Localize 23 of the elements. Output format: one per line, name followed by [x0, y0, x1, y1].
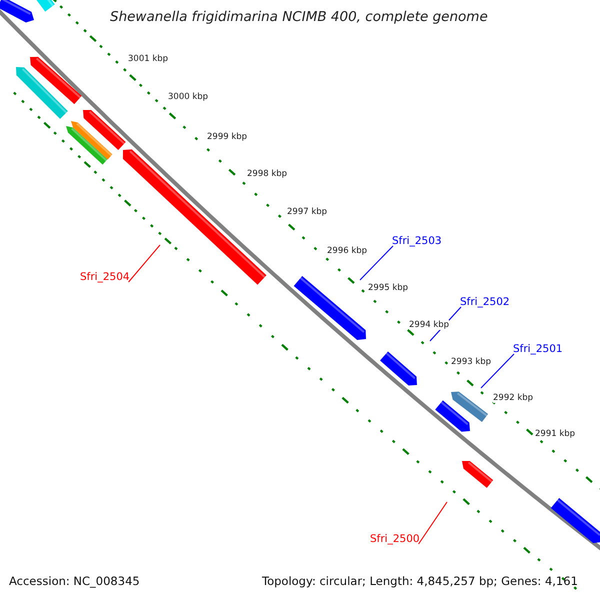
- scale-label: 2993 kbp: [451, 357, 492, 367]
- scale-label: 2998 kbp: [247, 169, 288, 179]
- scale-label: 3000 kbp: [168, 92, 208, 102]
- accession-text: Accession: NC_008345: [9, 574, 140, 588]
- genome-info-text: Topology: circular; Length: 4,845,257 bp; Genes: 4,161: [262, 574, 578, 588]
- scale-label: 2994 kbp: [409, 320, 450, 330]
- leader-line: [480, 354, 514, 388]
- scale-label: 2999 kbp: [207, 132, 248, 142]
- scale-label: 2992 kbp: [493, 393, 534, 403]
- scale-label: 2991 kbp: [535, 429, 576, 439]
- chart-title: Shewanella frigidimarina NCIMB 400, complete genome: [110, 9, 488, 25]
- gene-label: Sfri_2501: [513, 343, 563, 355]
- scale-label: 2995 kbp: [368, 283, 408, 293]
- gene-label: Sfri_2504: [80, 271, 130, 283]
- leader-line: [418, 502, 448, 544]
- gene-label: Sfri_2500: [370, 533, 420, 545]
- gene-label: Sfri_2503: [392, 235, 442, 247]
- scale-label: 2997 kbp: [287, 207, 328, 217]
- leader-line: [360, 246, 394, 280]
- scale-label: 2996 kbp: [327, 246, 368, 256]
- leader-line: [128, 244, 160, 282]
- gene-label: Sfri_2502: [460, 296, 510, 308]
- scale-label: 3001 kbp: [128, 54, 168, 64]
